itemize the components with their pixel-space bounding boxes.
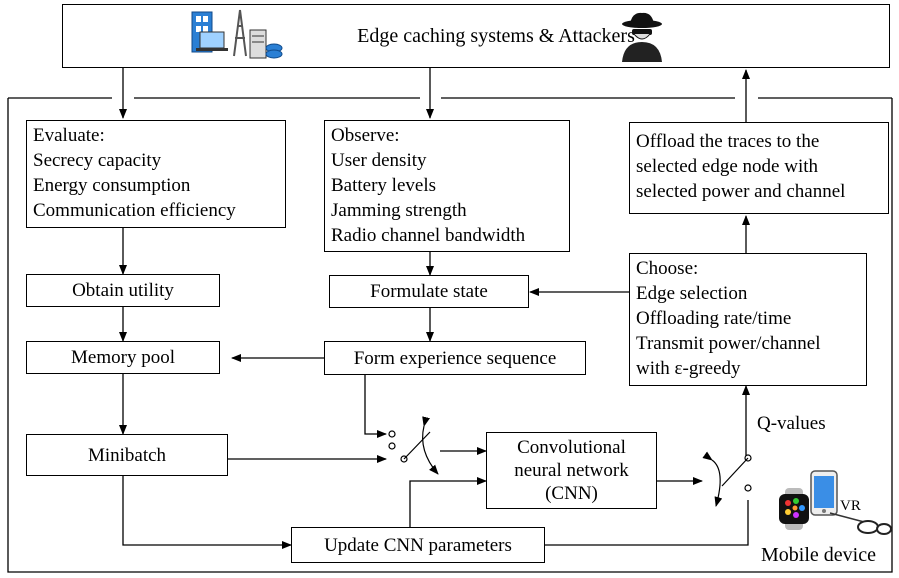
cnn-box: Convolutional neural network (CNN) xyxy=(486,432,657,509)
input-switch xyxy=(388,416,439,475)
memory-pool-box: Memory pool xyxy=(26,341,220,374)
choose-line: Edge selection xyxy=(636,283,748,304)
formulate-state-box: Formulate state xyxy=(329,275,529,308)
formulate-state-label: Formulate state xyxy=(370,281,488,302)
observe-line: Observe: xyxy=(331,125,400,146)
smartphone-icon xyxy=(810,470,838,521)
q-values-label: Q-values xyxy=(757,413,826,434)
attacker-icon xyxy=(618,10,666,67)
cnn-line: Convolutional xyxy=(517,437,626,458)
arrow-minibatch-update xyxy=(122,476,292,549)
minibatch-box: Minibatch xyxy=(26,434,228,476)
obtain-utility-label: Obtain utility xyxy=(72,280,174,301)
observe-line: Radio channel bandwidth xyxy=(331,225,526,246)
form-experience-label: Form experience sequence xyxy=(353,347,557,369)
form-experience-box: Form experience sequence xyxy=(324,341,586,375)
update-cnn-label: Update CNN parameters xyxy=(324,534,512,556)
update-cnn-box: Update CNN parameters xyxy=(291,527,545,563)
choose-line: Choose: xyxy=(636,258,699,279)
evaluate-line: Evaluate: xyxy=(33,125,105,146)
evaluate-line: Secrecy capacity xyxy=(33,150,162,171)
observe-box: Observe: User density Battery levels Jam… xyxy=(324,120,570,252)
evaluate-line: Communication efficiency xyxy=(33,200,236,221)
choose-line: with ε-greedy xyxy=(636,358,741,379)
evaluate-box: Evaluate: Secrecy capacity Energy consum… xyxy=(26,120,286,228)
mobile-device-label: Mobile device xyxy=(761,544,876,566)
observe-line: Battery levels xyxy=(331,175,436,196)
vr-label: VR xyxy=(840,498,861,514)
choose-line: Offloading rate/time xyxy=(636,308,792,329)
outer-frame xyxy=(7,98,893,573)
obtain-utility-box: Obtain utility xyxy=(26,274,220,307)
offload-box: Offload the traces to the selected edge … xyxy=(629,122,889,214)
observe-line: Jamming strength xyxy=(331,200,467,221)
output-switch xyxy=(702,451,752,507)
offload-line: selected power and channel xyxy=(636,181,846,202)
offload-line: selected edge node with xyxy=(636,156,819,177)
memory-pool-label: Memory pool xyxy=(71,347,175,368)
top-title: Edge caching systems & Attackers xyxy=(357,24,635,47)
cnn-line: (CNN) xyxy=(545,483,598,504)
evaluate-line: Energy consumption xyxy=(33,175,191,196)
arrow-update-cnn xyxy=(409,477,487,527)
observe-line: User density xyxy=(331,150,427,171)
choose-line: Transmit power/channel xyxy=(636,333,821,354)
cnn-line: neural network xyxy=(514,460,629,481)
smartwatch-icon xyxy=(777,488,811,535)
edge-server-icon xyxy=(188,8,284,69)
top-system-box: Edge caching systems & Attackers xyxy=(62,4,890,68)
minibatch-label: Minibatch xyxy=(87,444,167,466)
vr-glasses-icon xyxy=(828,505,892,542)
arrow-experience-switch xyxy=(364,375,387,438)
line-device-update xyxy=(545,500,749,546)
offload-line: Offload the traces to the xyxy=(636,131,820,152)
choose-box: Choose: Edge selection Offloading rate/t… xyxy=(629,253,867,386)
